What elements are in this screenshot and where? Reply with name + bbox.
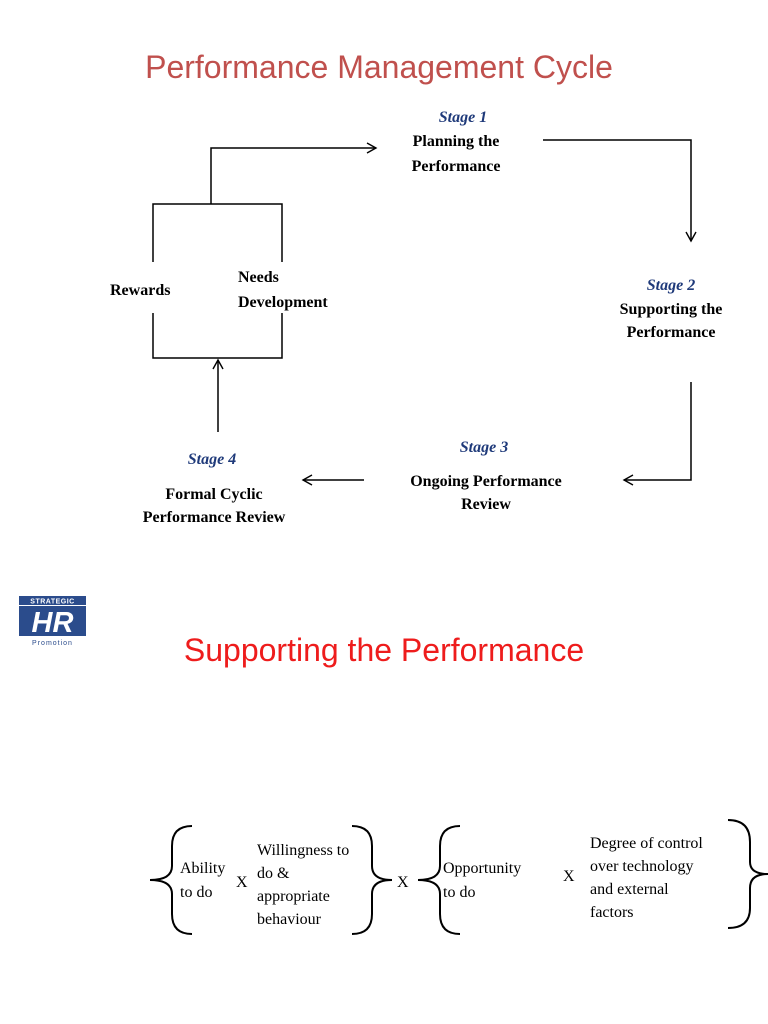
feedback-box-top [152,203,283,262]
logo-main-block [19,606,86,636]
needs-development-line2: Development [238,294,328,311]
formula-brackets [149,819,768,935]
stage-1-text-line2: Performance [412,158,501,175]
stage-4-text-line2: Performance Review [143,509,286,526]
ability-line2: to do [180,884,212,901]
brace-open-2 [417,825,461,935]
stage-2-text-line2: Performance [627,324,716,341]
control-line4: factors [590,904,634,921]
control-line3: and external [590,881,669,898]
logo-main-text: HR [32,607,74,639]
stage-2-text-line1: Supporting the [620,301,723,318]
supporting-title: Supporting the Performance [184,632,584,668]
stage-4-text-line1: Formal Cyclic [165,486,262,503]
arrow-stage1-to-stage2 [543,139,697,243]
times-2: X [397,874,409,891]
control-line2: over technology [590,858,694,875]
times-3: X [563,868,575,885]
cycle-title: Performance Management Cycle [145,49,613,85]
ability-line1: Ability [180,860,225,877]
stage-4-label: Stage 4 [188,451,236,468]
willingness-line1: Willingness to [257,842,349,859]
times-1: X [236,874,248,891]
rewards-label: Rewards [110,282,170,299]
needs-development-line1: Needs [238,269,279,286]
brace-close-2 [727,819,768,929]
brace-close-1 [351,825,393,935]
brace-open-1 [149,825,193,935]
cycle-connectors [152,139,697,486]
logo-top-bar [19,596,86,605]
control-line1: Degree of control [590,835,703,852]
willingness-line4: behaviour [257,911,322,928]
stage-1-label: Stage 1 [439,109,487,126]
willingness-line3: appropriate [257,888,330,905]
stage-3-text-line1: Ongoing Performance [410,473,562,490]
feedback-box-bottom [152,313,283,359]
stage-3-text-line2: Review [461,496,511,513]
opportunity-line1: Opportunity [443,860,521,877]
stage-3-label: Stage 3 [460,439,508,456]
stage-1-text-line1: Planning the [413,133,500,150]
willingness-line2: do & [257,865,290,882]
logo-top-text: STRATEGIC [30,599,74,606]
logo-bottom-text: Promotion [32,640,73,647]
stage-2-label: Stage 2 [647,277,695,294]
opportunity-line2: to do [443,884,475,901]
arrow-box-to-stage1 [210,142,378,204]
strategic-hr-logo: STRATEGIC HR Promotion [19,596,86,647]
arrow-stage2-to-stage3 [622,382,692,486]
